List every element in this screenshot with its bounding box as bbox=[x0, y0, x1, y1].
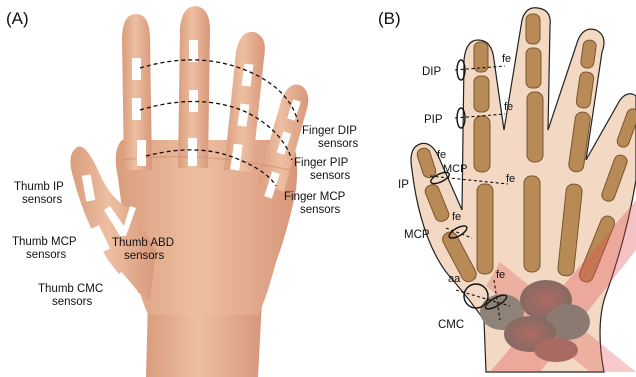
fe-cmc-label: fe bbox=[496, 269, 505, 281]
pip-label: PIP bbox=[424, 114, 443, 126]
index-mcp-sensor bbox=[137, 140, 146, 166]
cmc-label: CMC bbox=[438, 319, 464, 331]
finger-mcp-label: Finger MCP sensors bbox=[284, 191, 348, 216]
middle-dip-sensor bbox=[189, 40, 198, 62]
thumb-cmc-label: Thumb CMC sensors bbox=[38, 283, 106, 308]
finger-dip-label: Finger DIP sensors bbox=[302, 125, 360, 150]
fe-thumb-mcp-label: fe bbox=[452, 211, 461, 223]
fe-dip-label: fe bbox=[502, 53, 511, 65]
dip-label: DIP bbox=[422, 66, 442, 78]
finger-pip-label: Finger PIP sensors bbox=[294, 157, 351, 182]
panel-a: (A) bbox=[6, 6, 360, 377]
thumb-ip-label: Thumb IP sensors bbox=[14, 181, 67, 206]
thumb-mcp-upper-label: MCP bbox=[443, 163, 467, 175]
index-pip-sensor bbox=[132, 98, 141, 120]
panel-a-label: (A) bbox=[6, 9, 29, 28]
panel-b: (B) bbox=[378, 8, 636, 372]
fe-pip-label: fe bbox=[504, 101, 513, 113]
mcp-label: MCP bbox=[404, 229, 430, 241]
fe-thumb-ip-label: fe bbox=[437, 149, 446, 161]
thumb-mcp-label: Thumb MCP sensors bbox=[12, 236, 80, 261]
aa-cmc-label: aa bbox=[448, 273, 461, 285]
panel-b-label: (B) bbox=[378, 9, 401, 28]
ip-label: IP bbox=[398, 179, 409, 191]
middle-mcp-sensor bbox=[188, 138, 197, 166]
dip-arc bbox=[140, 60, 298, 122]
fe-mcp-label: fe bbox=[506, 173, 515, 185]
index-dip-sensor bbox=[132, 58, 141, 80]
